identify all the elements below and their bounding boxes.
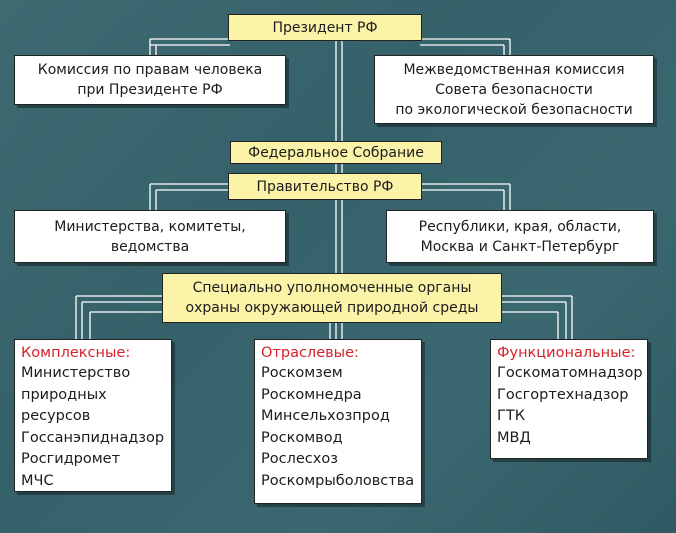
- regions-line-1: Республики, края, области,: [418, 218, 622, 235]
- government-label: Правительство РФ: [256, 178, 394, 195]
- federal-assembly-label: Федеральное Собрание: [248, 144, 424, 161]
- interagency-line-3: по экологической безопасности: [395, 101, 633, 118]
- functional-heading: Функциональные:: [497, 345, 636, 361]
- special-bodies-line-1: Специально уполномоченные органы: [192, 280, 472, 296]
- ministries-line-1: Министерства, комитеты,: [54, 218, 246, 235]
- commission-line-1: Комиссия по правам человека: [37, 62, 263, 78]
- list-item: МВД: [497, 429, 531, 446]
- list-item: Минсельхозпрод: [261, 408, 390, 425]
- complex-heading: Комплексные:: [21, 345, 131, 361]
- list-item: Госкоматомнадзор: [497, 365, 643, 381]
- list-item: Рослесхоз: [261, 451, 338, 468]
- special-bodies-box: Специально уполномоченные органы охраны …: [162, 273, 502, 323]
- list-item: Роскомнедра: [261, 386, 362, 403]
- president-box: Президент РФ: [228, 14, 422, 41]
- interagency-line-1: Межведомственная комиссия: [403, 61, 625, 78]
- ministries-box: Министерства, комитеты, ведомства: [14, 210, 286, 263]
- list-item: природных: [21, 386, 107, 403]
- list-item: ГТК: [497, 408, 525, 425]
- federal-assembly-box: Федеральное Собрание: [230, 141, 442, 164]
- interagency-line-2: Совета безопасности: [435, 81, 593, 98]
- interagency-commission-box: Межведомственная комиссия Совета безопас…: [374, 55, 654, 124]
- sectoral-bodies-box: Отраслевые: Роскомзем Роскомнедра Минсел…: [254, 339, 422, 504]
- president-label: Президент РФ: [272, 19, 378, 36]
- list-item: Госгортехнадзор: [497, 386, 629, 403]
- list-item: Роскомрыболовства: [261, 472, 415, 489]
- list-item: ресурсов: [21, 408, 91, 425]
- list-item: МЧС: [21, 472, 54, 489]
- list-item: Министерство: [21, 365, 131, 381]
- sectoral-heading: Отраслевые:: [261, 345, 359, 361]
- regions-box: Республики, края, области, Москва и Санк…: [386, 210, 654, 263]
- ministries-line-2: ведомства: [110, 238, 190, 255]
- commission-line-2: при Президенте РФ: [77, 82, 223, 98]
- government-box: Правительство РФ: [228, 173, 422, 200]
- functional-bodies-box: Функциональные: Госкоматомнадзор Госгорт…: [490, 339, 648, 459]
- list-item: Роскомвод: [261, 429, 343, 446]
- commission-human-rights-box: Комиссия по правам человека при Президен…: [14, 55, 286, 105]
- complex-bodies-box: Комплексные: Министерство природных ресу…: [14, 339, 172, 492]
- regions-line-2: Москва и Санкт-Петербург: [420, 238, 620, 255]
- list-item: Роскомзем: [261, 365, 343, 381]
- special-bodies-line-2: охраны окружающей природной среды: [185, 300, 479, 316]
- list-item: Росгидромет: [21, 451, 121, 468]
- list-item: Госсанэпиднадзор: [21, 429, 165, 446]
